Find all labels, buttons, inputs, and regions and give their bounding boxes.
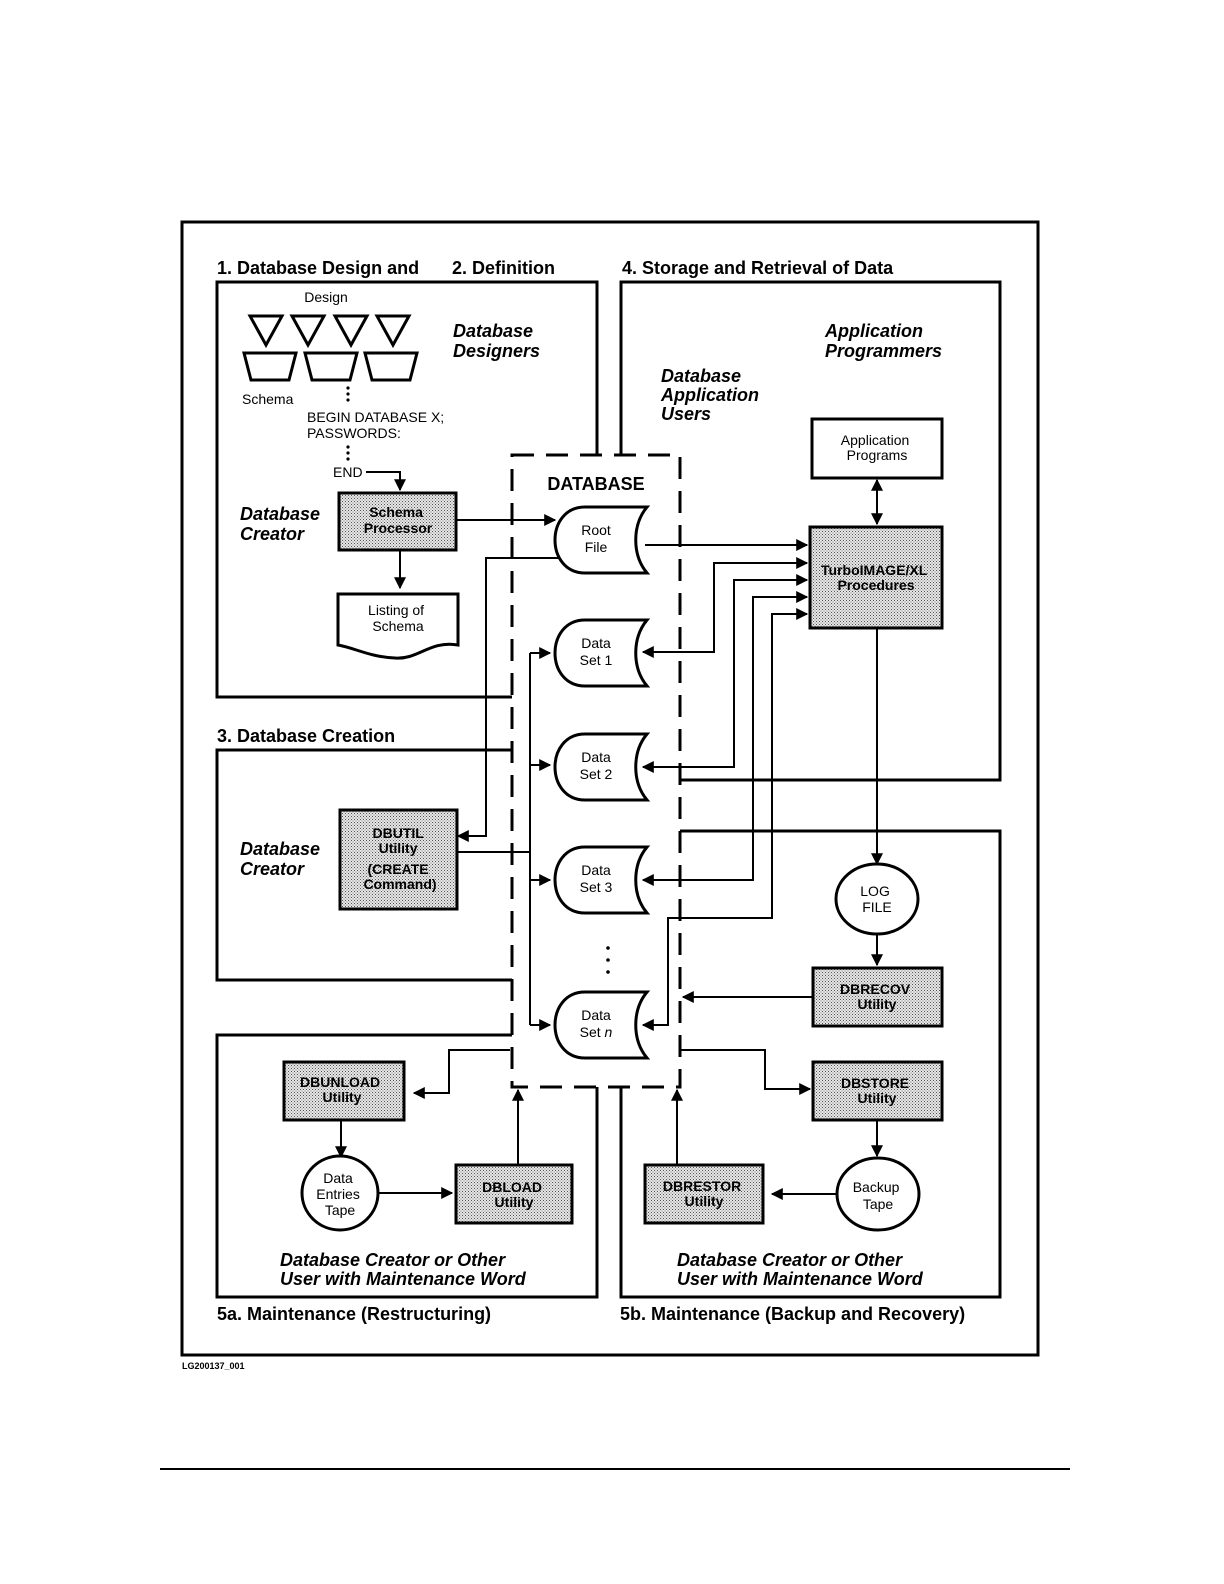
backup-tape-label: Backup Tape [853, 1179, 904, 1212]
turboimage-procedures-label: TurboIMAGE/XL Procedures [821, 562, 931, 593]
dbstore-label: DBSTORE Utility [841, 1075, 913, 1106]
ellipsis-dots-icon [346, 445, 350, 461]
turboimage-dataset1-arrow [641, 557, 809, 658]
application-programs-box [810, 417, 944, 480]
schema-trapezoid-icon [242, 351, 298, 382]
log-file-label: LOG FILE [860, 883, 893, 915]
turboimage-datasetn-arrow [641, 608, 809, 1031]
root-file-storage-shape [553, 505, 651, 575]
listing-of-schema-label: Listing of Schema [368, 602, 428, 634]
schema-label: Schema [242, 391, 294, 407]
design-triangle-icon [332, 314, 370, 349]
application-programs-label: Application Programs [841, 432, 913, 463]
dbrestor-label: DBRESTOR Utility [663, 1178, 745, 1209]
dbutil-label: DBUTIL Utility (CREATE Command) [363, 825, 436, 892]
figure-id: LG200137_001 [182, 1361, 245, 1371]
ellipsis-dots-icon [346, 386, 350, 402]
schema-text-line-1: BEGIN DATABASE X; [307, 409, 444, 425]
role-database-designers: Database Designers [453, 321, 540, 361]
outer-frame [180, 220, 1040, 1357]
more-datasets-ellipsis-icon [606, 946, 610, 974]
end-label: END [333, 464, 363, 480]
dbrestor-box [643, 1163, 765, 1225]
data-set-2-storage-shape [553, 732, 651, 802]
turboimage-dataset3-arrow [641, 591, 809, 886]
role-application-programmers: Application Programmers [824, 321, 942, 361]
section-5a-title: 5a. Maintenance (Restructuring) [217, 1304, 491, 1324]
schema-processor-box [337, 491, 458, 552]
dbunload-label: DBUNLOAD Utility [300, 1074, 384, 1105]
section-5b-title: 5b. Maintenance (Backup and Recovery) [620, 1304, 965, 1324]
dbrecov-box [811, 966, 944, 1028]
dbstore-box [811, 1060, 944, 1122]
data-set-3-storage-shape [553, 845, 651, 915]
turboimage-procedures-box [808, 525, 944, 630]
data-set-n-storage-shape [553, 990, 651, 1060]
section-4-box [619, 280, 1002, 782]
section-5a-box [215, 1033, 599, 1299]
design-triangle-icon [374, 314, 412, 349]
section-4-title: 4. Storage and Retrieval of Data [622, 258, 894, 278]
dbload-label: DBLOAD Utility [482, 1179, 546, 1210]
section-1-2-box [215, 280, 599, 699]
listing-of-schema-document [336, 592, 460, 660]
section-3-title: 3. Database Creation [217, 726, 395, 746]
role-maintenance-5b: Database Creator or Other User with Main… [677, 1250, 924, 1289]
design-label: Design [304, 289, 348, 305]
role-database-creator-1: Database Creator [240, 504, 325, 544]
dbutil-box [338, 808, 459, 911]
data-set-1-storage-shape [553, 618, 651, 688]
section-5b-box [619, 829, 1002, 1299]
section-3-box [215, 748, 512, 982]
schema-processor-label: Schema Processor [364, 504, 433, 536]
dbrecov-label: DBRECOV Utility [840, 981, 914, 1012]
design-triangle-icon [247, 314, 285, 349]
design-triangle-icon [289, 314, 327, 349]
database-to-dbunload-arrow [412, 1049, 510, 1099]
end-to-processor-arrow [366, 471, 406, 492]
schema-trapezoid-icon [303, 351, 359, 382]
turboimage-dataset2-arrow [641, 574, 809, 773]
section-1-title: 1. Database Design and [217, 258, 419, 278]
role-maintenance-5a: Database Creator or Other User with Main… [280, 1250, 527, 1289]
section-2-title: 2. Definition [452, 258, 555, 278]
dbunload-box [282, 1060, 406, 1122]
data-entries-tape-label: Data Entries Tape [316, 1170, 363, 1218]
database-label: DATABASE [547, 474, 644, 494]
database-to-dbstore-arrow [680, 1049, 812, 1095]
dbload-box [454, 1163, 574, 1225]
schema-text-line-2: PASSWORDS: [307, 425, 401, 441]
root-to-dbutil-arrow [456, 557, 558, 842]
design-triangles [247, 314, 412, 349]
role-database-application-users: Database Application Users [660, 366, 764, 424]
schema-trapezoid-icon [363, 351, 419, 382]
role-database-creator-3: Database Creator [240, 839, 325, 879]
schema-trapezoids [242, 351, 419, 382]
